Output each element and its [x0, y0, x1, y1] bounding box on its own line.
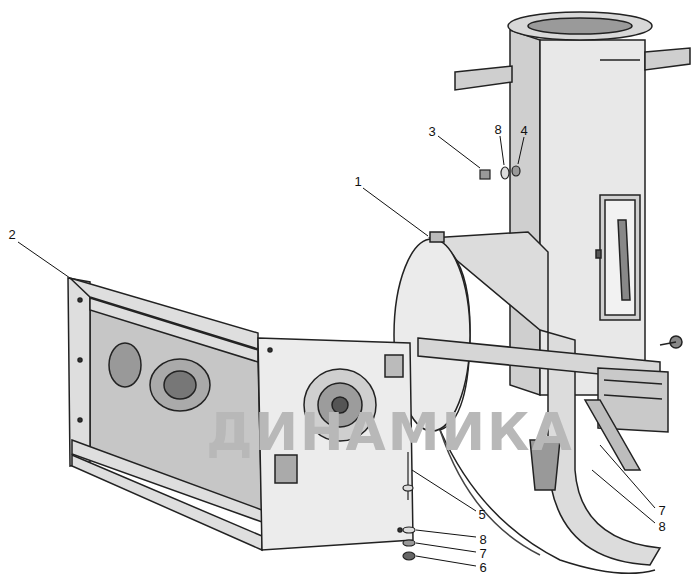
leader-line	[363, 188, 428, 236]
fasteners	[403, 540, 415, 546]
callout-number: 3	[428, 125, 435, 138]
frame	[90, 298, 258, 362]
frame	[398, 528, 402, 532]
duct	[596, 250, 601, 258]
fasteners	[480, 170, 490, 179]
duct	[510, 30, 540, 395]
frame	[150, 359, 210, 411]
frame	[72, 455, 262, 550]
leader-line	[600, 445, 655, 508]
fasteners	[501, 167, 509, 179]
leader-line	[416, 556, 476, 566]
callout-number: 6	[479, 561, 486, 574]
duct	[600, 195, 640, 320]
frame	[275, 455, 297, 483]
fasteners	[403, 527, 415, 533]
frame	[78, 418, 82, 422]
frame	[164, 371, 196, 399]
callout-number: 5	[478, 508, 485, 521]
support-beam	[604, 395, 662, 399]
bracket-bar	[455, 66, 512, 90]
frame	[70, 278, 258, 349]
leader-line	[592, 470, 655, 523]
support-beam	[604, 380, 662, 384]
fasteners	[403, 552, 415, 560]
callout-number: 7	[658, 504, 665, 517]
frame	[78, 358, 82, 362]
callout-number: 1	[354, 175, 361, 188]
leader-line	[18, 242, 70, 278]
fasteners	[512, 166, 520, 176]
frame	[68, 278, 90, 466]
leader-line	[416, 543, 476, 552]
duct	[508, 12, 652, 40]
fasteners	[403, 485, 413, 491]
leader-line	[412, 470, 476, 511]
callout-number: 7	[479, 547, 486, 560]
duct	[618, 220, 630, 300]
duct	[600, 59, 640, 61]
watermark: ДИНАМИКА	[206, 406, 574, 458]
fasteners	[407, 452, 408, 500]
fasteners	[403, 166, 520, 560]
fan-housing	[430, 232, 444, 242]
leader-line	[500, 136, 504, 165]
leader-line	[518, 137, 524, 164]
callout-number: 8	[479, 533, 486, 546]
frame	[78, 298, 82, 302]
bracket-bar	[645, 48, 690, 70]
frame	[385, 355, 403, 377]
duct	[528, 18, 632, 34]
callout-number: 2	[8, 228, 15, 241]
bracket-bar	[455, 48, 690, 90]
callout-number: 8	[658, 520, 665, 533]
duct	[508, 12, 652, 395]
support-beam	[660, 342, 676, 345]
frame	[109, 343, 141, 387]
leader-line	[438, 136, 480, 168]
leader-line	[416, 530, 476, 537]
leader-line	[18, 136, 655, 566]
callout-number: 8	[494, 123, 501, 136]
duct	[605, 200, 635, 315]
callout-number: 4	[520, 124, 527, 137]
frame	[268, 348, 272, 352]
